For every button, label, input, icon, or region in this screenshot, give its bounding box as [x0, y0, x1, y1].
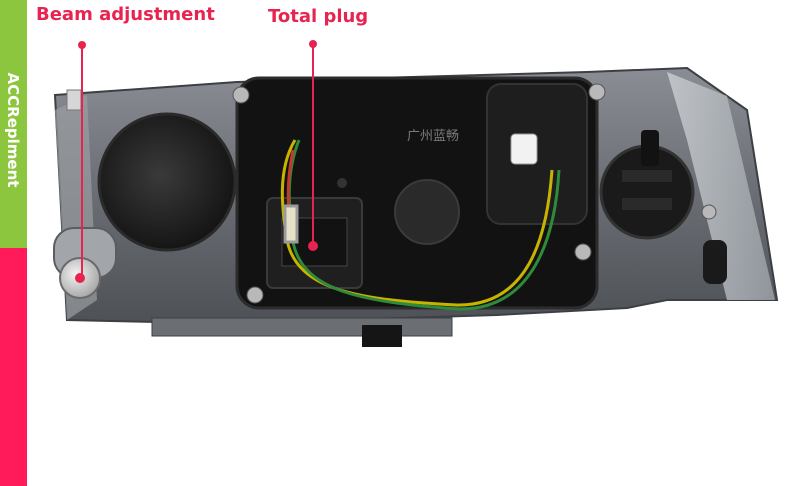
- brand-vertical-text: ACCReplment: [4, 72, 22, 188]
- total-plug-connector: [266, 197, 363, 289]
- total-plug-label: Total plug: [268, 6, 369, 27]
- headlight-photo: 广州蓝畅: [53, 40, 779, 347]
- wiring: [280, 139, 561, 311]
- side-brand-strip: ACCReplment: [0, 0, 27, 486]
- annotation-total-plug-line: [309, 40, 317, 246]
- top-clip: [66, 89, 82, 111]
- strip-pink-band: [0, 248, 27, 486]
- product-logo-text: 广州蓝畅: [407, 129, 459, 144]
- white-connector: [510, 133, 538, 165]
- beam-adjustment-knob: [53, 227, 117, 299]
- annotation-beam-adjustment-line: [78, 41, 86, 278]
- left-dust-cap: [97, 112, 237, 252]
- strip-green-band: [0, 0, 27, 248]
- right-bulb-cap: [599, 130, 727, 284]
- beam-adjustment-label: Beam adjustment: [36, 4, 215, 25]
